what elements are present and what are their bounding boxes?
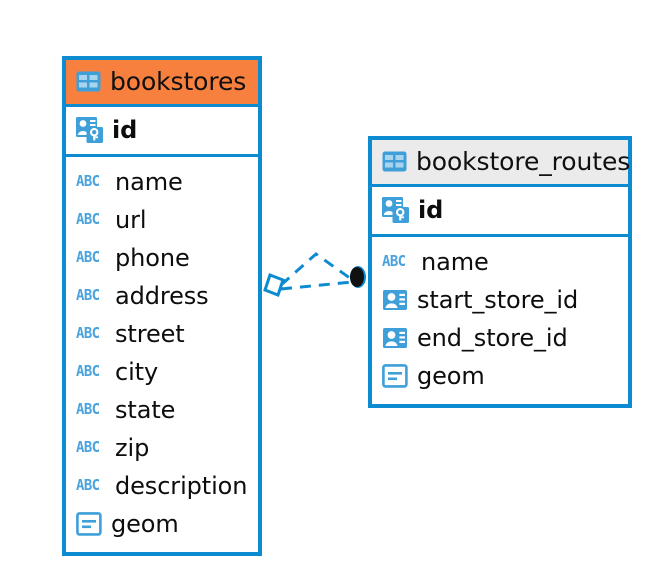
field-label: start_store_id: [417, 286, 579, 314]
abc-text-icon: ABC: [76, 401, 100, 419]
table-icon: [76, 71, 101, 92]
geometry-icon: [76, 512, 102, 536]
table-icon: [382, 151, 407, 172]
entity-title: bookstore_routes: [416, 147, 631, 176]
field-row[interactable]: ABC name: [382, 243, 618, 281]
field-row[interactable]: geom: [382, 357, 618, 395]
field-label: city: [115, 358, 159, 386]
abc-text-icon: ABC: [76, 173, 100, 191]
field-row[interactable]: ABC city: [76, 353, 248, 391]
field-row[interactable]: ABC address: [76, 277, 248, 315]
field-label: end_store_id: [417, 324, 568, 352]
field-row[interactable]: ABC zip: [76, 429, 248, 467]
field-row[interactable]: end_store_id: [382, 319, 618, 357]
abc-text-icon: ABC: [76, 211, 100, 229]
field-row[interactable]: ABC street: [76, 315, 248, 353]
primary-key-label: id: [112, 116, 138, 144]
primary-key-section: id: [66, 104, 258, 157]
fields-section-bookstore-routes: ABC name start_store_id: [372, 237, 628, 404]
field-label: name: [421, 248, 489, 276]
fields-section-bookstores: ABC name ABC url ABC phone ABC address A…: [66, 157, 258, 552]
relationship-line-upper: [280, 252, 355, 287]
field-row-primary-key[interactable]: id: [382, 191, 618, 229]
field-label: street: [115, 320, 185, 348]
entity-table-bookstore-routes[interactable]: bookstore_routes: [368, 136, 632, 408]
abc-text-icon: ABC: [76, 325, 100, 343]
relationship-line-lower: [280, 280, 353, 291]
field-row[interactable]: geom: [76, 505, 248, 543]
abc-text-icon: ABC: [76, 249, 100, 267]
abc-text-icon: ABC: [76, 439, 100, 457]
entity-table-bookstores[interactable]: bookstores id: [62, 56, 262, 556]
geometry-icon: [382, 364, 408, 388]
abc-text-icon: ABC: [382, 253, 406, 271]
field-row[interactable]: ABC description: [76, 467, 248, 505]
field-label: url: [115, 206, 147, 234]
entity-header-bookstore-routes[interactable]: bookstore_routes: [372, 140, 631, 184]
primary-key-icon: [382, 197, 409, 223]
diamond-endpoint: [263, 273, 285, 297]
foreign-key-icon: [382, 326, 408, 350]
entity-header-bookstores[interactable]: bookstores: [66, 60, 258, 104]
field-row[interactable]: start_store_id: [382, 281, 618, 319]
field-label: name: [115, 168, 183, 196]
foreign-key-icon: [382, 288, 408, 312]
filled-circle-endpoint: [350, 266, 366, 288]
field-label: zip: [115, 434, 150, 462]
field-label: address: [115, 282, 209, 310]
field-row[interactable]: ABC url: [76, 201, 248, 239]
abc-text-icon: ABC: [76, 287, 100, 305]
abc-text-icon: ABC: [76, 477, 100, 495]
field-row[interactable]: ABC phone: [76, 239, 248, 277]
field-row[interactable]: ABC name: [76, 163, 248, 201]
field-label: description: [115, 472, 248, 500]
field-label: phone: [115, 244, 190, 272]
abc-text-icon: ABC: [76, 363, 100, 381]
primary-key-label: id: [418, 196, 444, 224]
field-row[interactable]: ABC state: [76, 391, 248, 429]
primary-key-icon: [76, 117, 103, 143]
field-label: geom: [417, 362, 485, 390]
primary-key-section: id: [372, 184, 628, 237]
field-label: geom: [111, 510, 179, 538]
field-row-primary-key[interactable]: id: [76, 111, 248, 149]
field-label: state: [115, 396, 176, 424]
entity-title: bookstores: [110, 67, 247, 96]
